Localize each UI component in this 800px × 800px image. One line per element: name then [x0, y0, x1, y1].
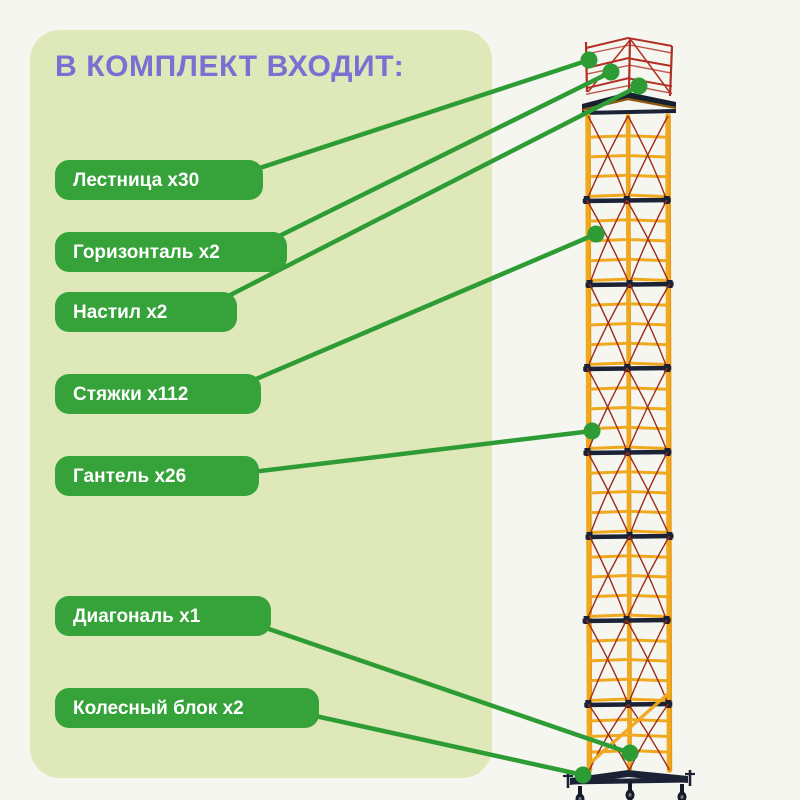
part-label-text: Диагональ x1 — [73, 605, 201, 627]
connector-nastil — [194, 77, 648, 315]
connector-dot-gorizontal — [602, 63, 620, 81]
connector-kolesnyy-blok — [276, 705, 592, 784]
connector-dot-styazhki — [587, 225, 605, 243]
part-label-text: Гантель x26 — [73, 465, 187, 487]
tower-section — [583, 283, 672, 372]
caster-wheel — [677, 784, 687, 800]
guard-rail — [584, 36, 674, 97]
tower-section — [583, 367, 672, 456]
part-label-text: Колесный блок x2 — [73, 697, 244, 719]
part-label-text: Настил x2 — [73, 301, 168, 323]
part-label-gantel[interactable]: Гантель x26 — [55, 456, 259, 496]
connector-lestnitsa — [220, 51, 598, 183]
part-label-text: Горизонталь x2 — [73, 241, 220, 263]
connector-dot-diagonal — [621, 744, 639, 762]
caster-wheel — [575, 786, 585, 800]
page-title: В КОМПЛЕКТ ВХОДИТ: — [55, 50, 405, 83]
tower-body — [563, 36, 695, 800]
diagonal-brace — [587, 690, 672, 766]
part-label-lestnitsa[interactable]: Лестница x30 — [55, 160, 263, 200]
connector-dot-nastil — [630, 77, 648, 95]
connector-styazhki — [218, 225, 605, 397]
part-label-text: Лестница x30 — [73, 169, 200, 191]
part-label-gorizontal[interactable]: Горизонталь x2 — [55, 232, 287, 272]
part-label-nastil[interactable]: Настил x2 — [55, 292, 237, 332]
tower-section — [585, 199, 674, 288]
connector-gorizontal — [244, 63, 620, 255]
part-label-text: Стяжки x112 — [73, 383, 189, 405]
caster-wheel — [625, 782, 635, 800]
connector-diagonal — [228, 613, 639, 762]
connector-dot-kolesnyy-blok — [574, 766, 592, 784]
part-label-diagonal[interactable]: Диагональ x1 — [55, 596, 271, 636]
tower-section — [582, 115, 671, 204]
connector-dot-gantel — [583, 422, 601, 440]
wheel-base — [563, 770, 695, 800]
connector-dot-lestnitsa — [580, 51, 598, 69]
connector-gantel — [216, 422, 601, 479]
part-label-kolesnyy-blok[interactable]: Колесный блок x2 — [55, 688, 319, 728]
part-label-styazhki[interactable]: Стяжки x112 — [55, 374, 261, 414]
